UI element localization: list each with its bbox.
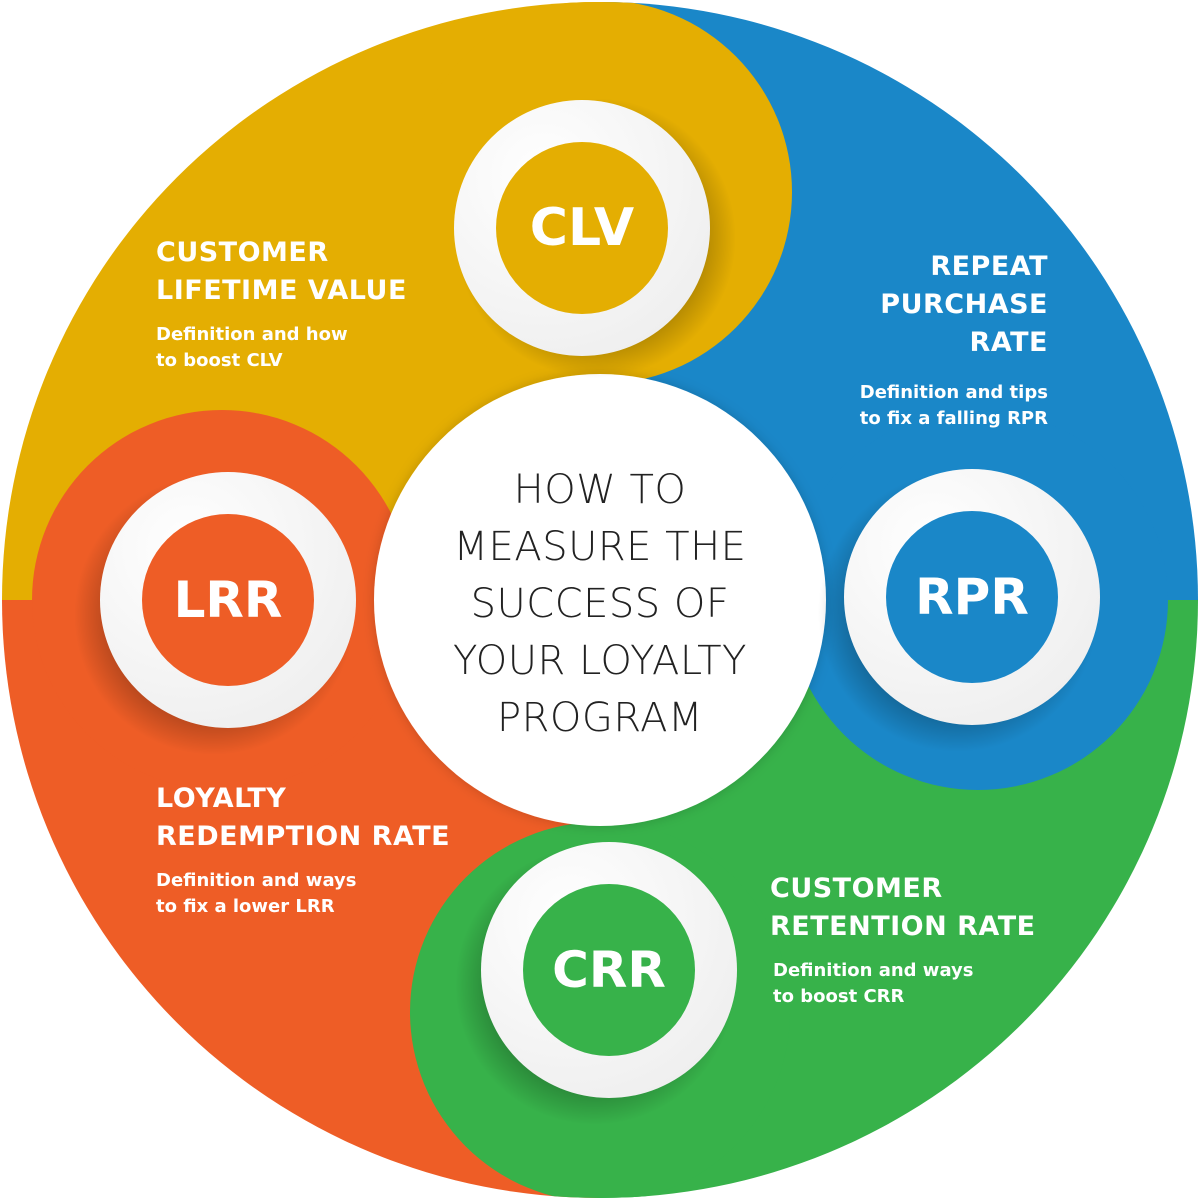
metric-title: REPEAT PURCHASE RATE bbox=[880, 251, 1048, 358]
metric-card-clv[interactable]: CUSTOMER LIFETIME VALUE Definition and h… bbox=[156, 234, 407, 374]
center-title-line: PROGRAM bbox=[497, 695, 703, 741]
metric-title: CUSTOMER LIFETIME VALUE bbox=[156, 237, 407, 306]
badge-inner bbox=[496, 142, 668, 314]
badge-inner bbox=[142, 514, 314, 686]
metric-description[interactable]: Definition and tips to fix a falling RPR bbox=[859, 382, 1048, 429]
badge-rpr[interactable]: RPR bbox=[818, 469, 1100, 752]
metric-title: LOYALTY REDEMPTION RATE bbox=[156, 783, 451, 852]
metric-description[interactable]: Definition and ways to fix a lower LRR bbox=[156, 870, 357, 917]
metric-description[interactable]: Definition and ways to boost CRR bbox=[773, 960, 974, 1007]
center-title-line: YOUR LOYALTY bbox=[453, 638, 747, 684]
badge-crr[interactable]: CRR bbox=[455, 842, 737, 1125]
center-title-line: SUCCESS OF bbox=[471, 581, 730, 627]
badge-label: RPR bbox=[915, 568, 1029, 626]
center-title: HOW TO MEASURE THE SUCCESS OF YOUR LOYAL… bbox=[453, 467, 747, 741]
center-circle bbox=[374, 374, 826, 826]
badge-label: CLV bbox=[530, 198, 634, 258]
badge-clv[interactable]: CLV bbox=[454, 98, 736, 378]
center-title-line: MEASURE THE bbox=[454, 524, 747, 570]
badge-inner bbox=[886, 511, 1058, 683]
badge-label: LRR bbox=[174, 571, 283, 629]
metric-card-lrr[interactable]: LOYALTY REDEMPTION RATE Definition and w… bbox=[156, 780, 450, 920]
metric-description[interactable]: Definition and how to boost CLV bbox=[156, 324, 348, 371]
metric-card-rpr[interactable]: REPEAT PURCHASE RATE Definition and tips… bbox=[860, 248, 1048, 432]
badge-inner bbox=[523, 884, 695, 1056]
center-title-line: HOW TO bbox=[514, 467, 687, 513]
metric-title: CUSTOMER RETENTION RATE bbox=[770, 873, 1036, 942]
badge-label: CRR bbox=[552, 941, 666, 999]
metric-card-crr[interactable]: CUSTOMER RETENTION RATE Definition and w… bbox=[770, 870, 1036, 1010]
badge-lrr[interactable]: LRR bbox=[74, 472, 356, 755]
